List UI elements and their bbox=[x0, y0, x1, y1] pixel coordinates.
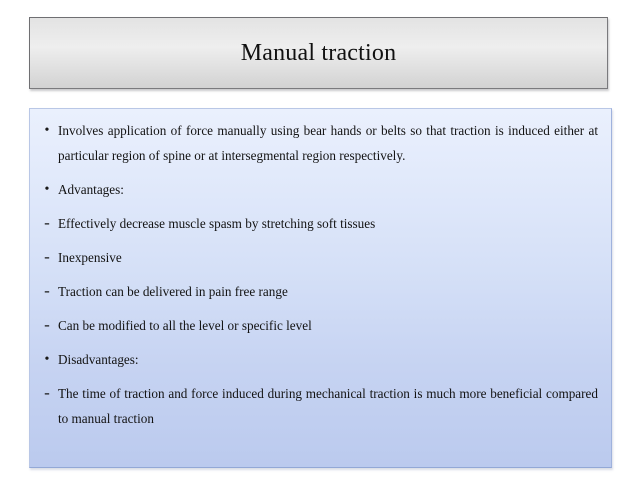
list-item-text: Can be modified to all the level or spec… bbox=[58, 318, 312, 333]
bullet-dash-icon: - bbox=[44, 315, 50, 334]
bullet-dash-icon: - bbox=[44, 247, 50, 266]
list-item: - Inexpensive bbox=[36, 245, 600, 270]
slide-title-box: Manual traction bbox=[29, 17, 608, 89]
bullet-dash-icon: - bbox=[44, 383, 50, 402]
bullet-list: • Involves application of force manually… bbox=[36, 118, 600, 431]
list-item: - Can be modified to all the level or sp… bbox=[36, 313, 600, 338]
page-title: Manual traction bbox=[240, 39, 397, 66]
bullet-dash-icon: - bbox=[44, 213, 50, 232]
list-item-text: Involves application of force manually u… bbox=[58, 123, 598, 163]
list-item-text: Effectively decrease muscle spasm by str… bbox=[58, 216, 376, 231]
list-item-text: Disadvantages: bbox=[58, 352, 139, 367]
list-item: - The time of traction and force induced… bbox=[36, 381, 600, 431]
slide-content-box: • Involves application of force manually… bbox=[29, 108, 612, 468]
list-item-text: Advantages: bbox=[58, 182, 124, 197]
bullet-dot-icon: • bbox=[44, 182, 50, 197]
bullet-dot-icon: • bbox=[44, 352, 50, 367]
list-item: • Involves application of force manually… bbox=[36, 118, 600, 168]
bullet-dot-icon: • bbox=[44, 123, 50, 138]
bullet-dash-icon: - bbox=[44, 281, 50, 300]
list-item: - Effectively decrease muscle spasm by s… bbox=[36, 211, 600, 236]
list-item-text: Inexpensive bbox=[58, 250, 122, 265]
list-item: - Traction can be delivered in pain free… bbox=[36, 279, 600, 304]
list-item: • Disadvantages: bbox=[36, 347, 600, 372]
list-item-text: Traction can be delivered in pain free r… bbox=[58, 284, 288, 299]
list-item-text: The time of traction and force induced d… bbox=[58, 386, 598, 426]
list-item: • Advantages: bbox=[36, 177, 600, 202]
